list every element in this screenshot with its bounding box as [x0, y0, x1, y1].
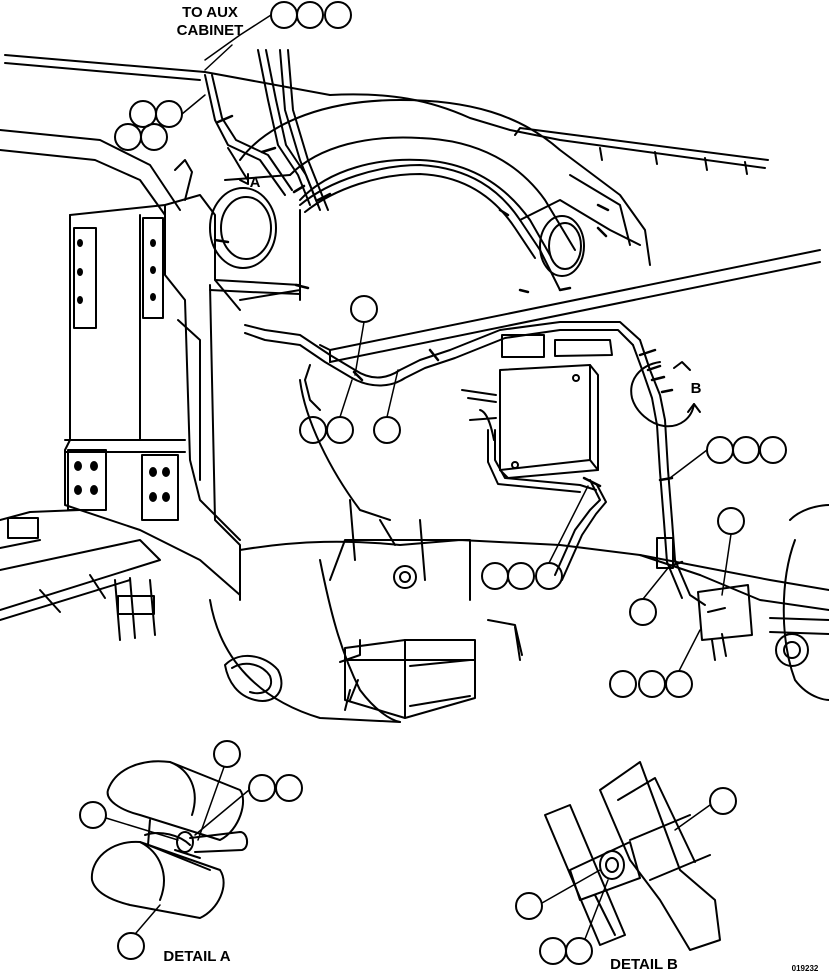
aux-label-line2: CABINET	[176, 22, 244, 39]
detail-b-leaders	[541, 804, 711, 940]
figure-id: 019232	[791, 964, 819, 973]
harness-clamps	[213, 114, 684, 568]
left-lower-bracket	[114, 577, 156, 641]
right-wheel	[769, 504, 829, 701]
aux-cabinet-label: TO AUX CABINET	[165, 4, 255, 40]
left-round-port	[209, 187, 277, 269]
detail-b-arrow	[630, 361, 701, 428]
aux-label-line1: TO AUX	[182, 4, 238, 21]
right-round-port	[539, 215, 585, 277]
right-side-rail	[639, 554, 829, 611]
control-box	[461, 334, 613, 479]
detail-b-view	[544, 761, 721, 951]
left-frame-beam	[0, 129, 181, 621]
detail-a-balloons	[79, 740, 303, 960]
upper-frame-rail	[4, 54, 769, 175]
detail-a-caption: DETAIL A	[163, 948, 231, 965]
main-vertical-frame	[64, 159, 241, 601]
detail-b-balloons	[515, 787, 737, 965]
detail-a-leaders	[105, 766, 250, 934]
frame-bolt-holes	[74, 239, 170, 502]
leader-lines	[181, 14, 732, 672]
diagonal-beam	[319, 249, 821, 363]
detail-a-marker: A	[249, 174, 261, 191]
detail-b-marker: B	[690, 380, 702, 397]
lower-housing	[209, 379, 701, 723]
junction-box	[656, 537, 753, 661]
wiring-harness	[204, 49, 706, 606]
central-housing	[224, 99, 651, 301]
detail-a-arrow	[227, 147, 249, 185]
battery-box	[339, 639, 476, 719]
detail-a-view	[90, 760, 248, 919]
detail-b-caption: DETAIL B	[610, 956, 678, 973]
callout-balloons	[114, 1, 787, 698]
battery-cable	[487, 619, 523, 661]
